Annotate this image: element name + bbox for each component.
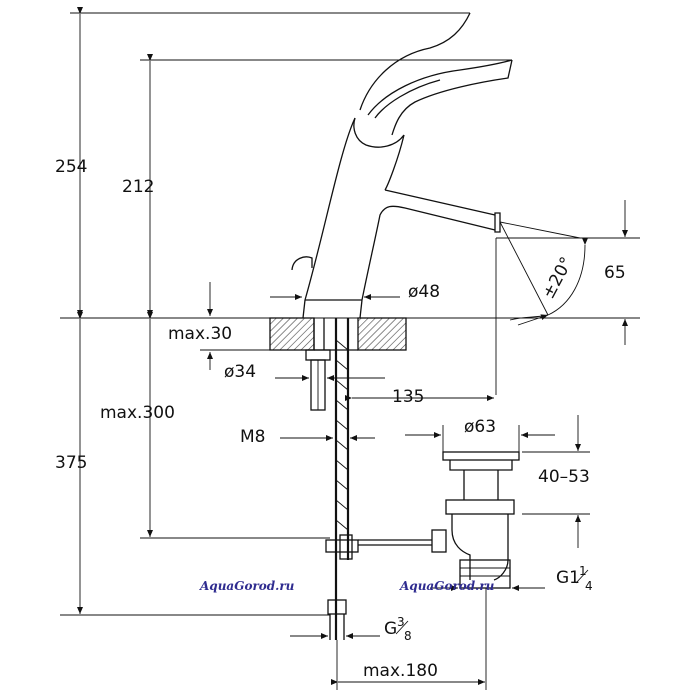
- dimension-dia48: [200, 282, 400, 370]
- svg-text:G1: G1: [556, 568, 580, 588]
- label-135: 135: [392, 387, 424, 407]
- label-dia34: ø34: [224, 362, 256, 382]
- mounting-assembly: [305, 318, 447, 640]
- dimension-dia63: [405, 425, 555, 452]
- spray-angle: [499, 221, 589, 326]
- extension-lines: [60, 12, 640, 616]
- faucet-body: [291, 12, 513, 319]
- svg-text:8: 8: [404, 629, 412, 643]
- svg-text:1: 1: [579, 564, 587, 578]
- svg-text:4: 4: [585, 579, 593, 593]
- label-375: 375: [55, 453, 87, 473]
- countertop-section: [269, 317, 407, 351]
- label-65: 65: [604, 263, 626, 283]
- watermark-left: AquaGorod.ru: [199, 579, 295, 593]
- label-40-53: 40–53: [538, 467, 590, 487]
- dimension-40-53: [522, 415, 590, 548]
- label-254: 254: [55, 157, 87, 177]
- label-g38: G 3 8: [384, 615, 412, 643]
- label-m8: M8: [240, 427, 265, 447]
- label-dia48: ø48: [408, 282, 440, 302]
- label-dia63: ø63: [464, 417, 496, 437]
- label-g1-quarter: G1 1 4: [556, 564, 593, 593]
- label-max30: max.30: [168, 324, 232, 344]
- svg-text:3: 3: [397, 615, 405, 629]
- popup-waste: [442, 451, 520, 589]
- label-max300: max.300: [100, 403, 175, 423]
- dimension-max180: [331, 588, 487, 690]
- watermark-right: AquaGorod.ru: [399, 579, 495, 593]
- label-212: 212: [122, 177, 154, 197]
- label-max180: max.180: [363, 661, 438, 681]
- svg-text:G: G: [384, 619, 397, 639]
